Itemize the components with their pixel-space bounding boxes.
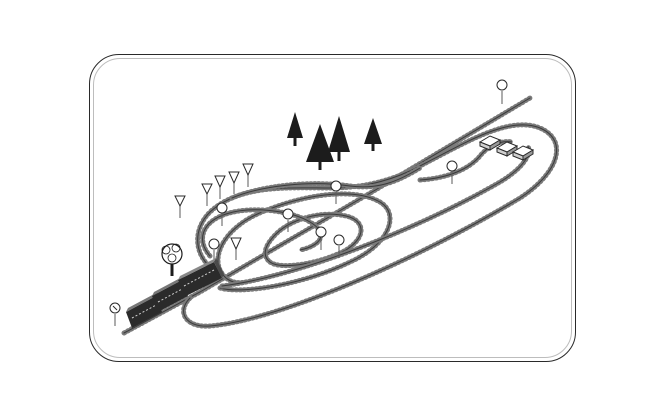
train-car-middle[interactable] xyxy=(152,276,188,312)
buildings xyxy=(478,135,535,161)
signals xyxy=(109,79,508,326)
signal-icon[interactable] xyxy=(230,237,242,260)
track-lower-parallel[interactable] xyxy=(219,143,532,289)
signal-icon[interactable] xyxy=(174,195,186,218)
track-right-siding[interactable] xyxy=(417,139,515,183)
signal-icon[interactable] xyxy=(201,183,213,206)
signal-icon[interactable] xyxy=(496,79,508,104)
signal-icon[interactable] xyxy=(315,226,327,250)
train-car-rear[interactable] xyxy=(126,292,162,328)
train[interactable] xyxy=(126,258,224,328)
signal-icon[interactable] xyxy=(216,202,228,226)
signal-icon[interactable] xyxy=(109,302,121,326)
track-main-line[interactable] xyxy=(121,95,533,336)
pine-tree-icon xyxy=(306,124,334,170)
pine-tree-icon xyxy=(328,116,350,161)
building-icon[interactable] xyxy=(511,145,535,161)
signal-icon[interactable] xyxy=(446,160,458,184)
signal-icon[interactable] xyxy=(282,208,294,232)
track-upper-branch[interactable] xyxy=(229,165,423,201)
train-locomotive[interactable] xyxy=(178,258,224,296)
signal-icon[interactable] xyxy=(214,175,226,199)
pine-tree-icon xyxy=(287,112,303,146)
signal-icon[interactable] xyxy=(228,171,240,194)
signal-icon[interactable] xyxy=(333,234,345,258)
pine-tree-icon xyxy=(364,118,382,151)
building-icon[interactable] xyxy=(478,135,502,151)
trees xyxy=(161,112,382,276)
deciduous-tree-icon xyxy=(161,243,183,276)
tracks xyxy=(121,95,559,336)
signal-icon[interactable] xyxy=(330,180,342,204)
signal-icon[interactable] xyxy=(242,163,254,187)
